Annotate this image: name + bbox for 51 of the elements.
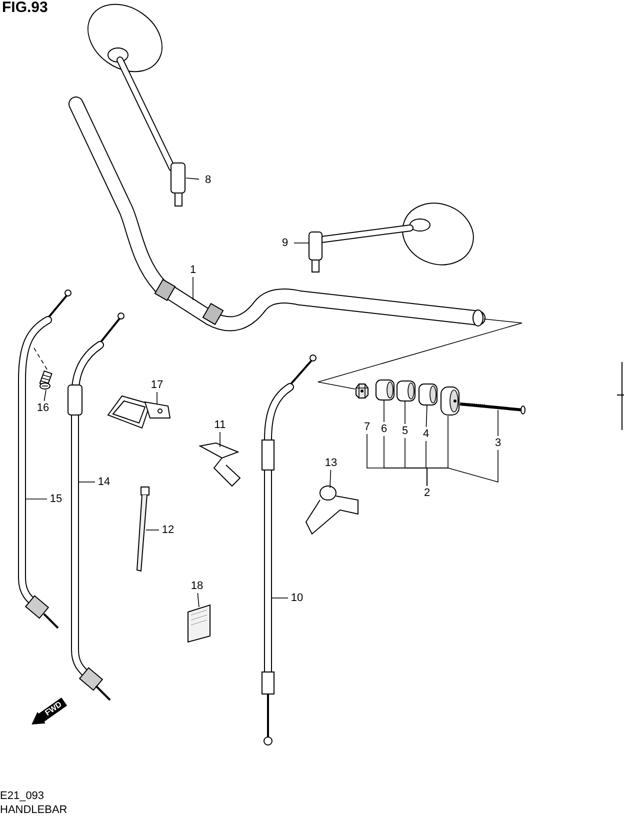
leader-line — [330, 470, 332, 488]
callout-number: 8 — [199, 173, 217, 187]
cable-drawing — [68, 312, 124, 701]
callout-number: 18 — [188, 579, 206, 593]
callout-number: 17 — [148, 378, 166, 392]
callout-number: 14 — [95, 475, 113, 489]
caption-text: HANDLEBAR — [0, 803, 68, 817]
callout-number: 7 — [358, 420, 376, 434]
caption-text: E21_093 — [0, 789, 46, 803]
handlebar-drawing — [68, 96, 486, 332]
callout-number: 1 — [184, 263, 202, 277]
cable-tie-drawing — [136, 486, 150, 572]
leader-line — [26, 498, 48, 500]
mirror-drawing — [88, 4, 186, 206]
callout-number: 16 — [34, 401, 52, 415]
leader-line — [186, 178, 200, 180]
leader-line — [404, 400, 406, 424]
figure-title: FIG.93 — [2, 0, 48, 15]
leader-line — [426, 450, 498, 486]
callout-number: 10 — [288, 591, 306, 605]
bolt-drawing — [460, 402, 526, 414]
screw-drawing — [39, 370, 52, 390]
cable-drawing — [262, 354, 316, 746]
callout-number: 12 — [159, 523, 177, 537]
leader-line — [156, 392, 158, 404]
collar-drawing — [396, 380, 416, 402]
callout-number: 2 — [418, 486, 436, 500]
bracket-drawing — [198, 442, 241, 487]
sticker-drawing — [188, 604, 210, 643]
bar-end-weight-drawing — [440, 386, 460, 416]
leader-line — [44, 390, 46, 402]
leader-line — [294, 242, 310, 244]
holder-drawing — [305, 486, 358, 535]
assembly-line — [318, 318, 522, 390]
leader-line — [192, 276, 194, 300]
collar-drawing — [376, 380, 394, 400]
leader-line — [426, 404, 428, 428]
callout-number: 5 — [396, 424, 414, 438]
assembly-line — [34, 348, 48, 372]
callout-number: 15 — [47, 492, 65, 506]
clamp-drawing — [107, 395, 171, 429]
callout-number: 11 — [211, 418, 229, 432]
callout-number: 9 — [276, 236, 294, 250]
collar-drawing — [418, 384, 438, 406]
callout-number: 3 — [489, 436, 507, 450]
callout-number: 4 — [417, 427, 435, 441]
callout-number: 6 — [375, 422, 393, 436]
callout-number: 13 — [322, 456, 340, 470]
cable-drawing — [18, 290, 72, 629]
leader-line — [197, 592, 200, 608]
nut-drawing — [356, 384, 368, 398]
